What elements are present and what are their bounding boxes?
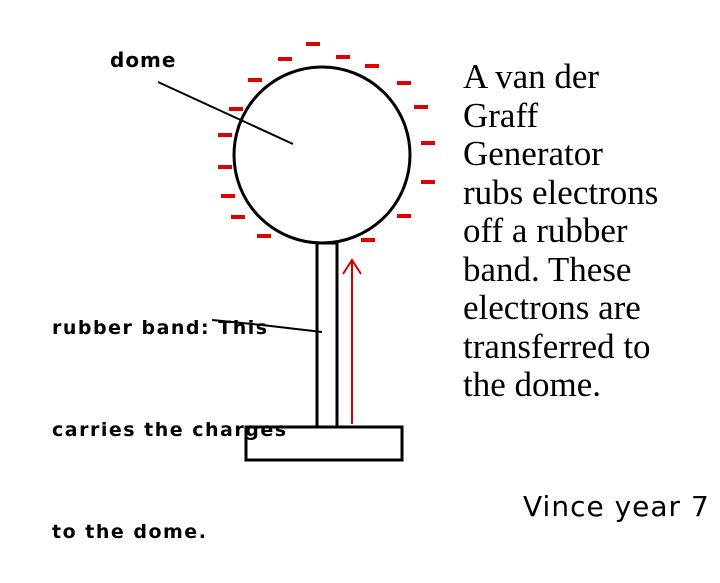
negative-charge-mark bbox=[257, 234, 271, 238]
caption-line: rubs electrons bbox=[463, 172, 659, 212]
caption-line: transferred to bbox=[463, 326, 651, 366]
dome-pointer-line bbox=[157, 81, 294, 145]
charge-flow-arrowhead bbox=[342, 258, 362, 275]
van-de-graaff-diagram bbox=[157, 42, 435, 462]
caption-line: A van der bbox=[463, 57, 600, 96]
negative-charge-mark bbox=[218, 133, 232, 137]
negative-charge-mark bbox=[248, 78, 262, 82]
negative-charge-mark bbox=[221, 194, 235, 198]
negative-charge-mark bbox=[229, 107, 243, 111]
negative-charge-mark bbox=[365, 64, 379, 68]
caption: A van der Graff Generator rubs electrons… bbox=[463, 57, 713, 405]
negative-charge-mark bbox=[336, 55, 350, 59]
generator-base bbox=[244, 425, 404, 462]
dome-label: dome bbox=[110, 48, 177, 72]
negative-charge-mark bbox=[278, 57, 292, 61]
negative-charge-mark bbox=[218, 165, 232, 169]
negative-charge-mark bbox=[231, 215, 245, 219]
negative-charge-mark bbox=[306, 42, 320, 46]
negative-charge-mark bbox=[361, 238, 375, 242]
rubber-band-label: rubber band: This carries the charges to… bbox=[52, 243, 288, 583]
negative-charge-mark bbox=[414, 105, 428, 109]
negative-charge-mark bbox=[397, 81, 411, 85]
caption-line: the dome. bbox=[463, 365, 602, 404]
caption-line: Generator bbox=[463, 134, 603, 173]
caption-line: electrons are bbox=[463, 288, 641, 327]
caption-line: Graff bbox=[463, 95, 539, 135]
rubber-band-label-line: to the dome. bbox=[52, 521, 208, 543]
dome bbox=[232, 65, 412, 245]
rubber-band-label-line: carries the charges bbox=[52, 419, 288, 441]
caption-line: off a rubber bbox=[463, 211, 628, 250]
support-column bbox=[315, 241, 339, 429]
negative-charge-mark bbox=[397, 214, 411, 218]
rubber-band-label-line: rubber band: This bbox=[52, 317, 269, 339]
author-credit: Vince year 7 bbox=[523, 490, 710, 523]
negative-charges bbox=[218, 42, 435, 242]
rubber-band-pointer-line bbox=[211, 319, 323, 333]
negative-charge-mark bbox=[421, 141, 435, 145]
negative-charge-mark bbox=[421, 180, 435, 184]
caption-line: band. These bbox=[463, 249, 632, 289]
